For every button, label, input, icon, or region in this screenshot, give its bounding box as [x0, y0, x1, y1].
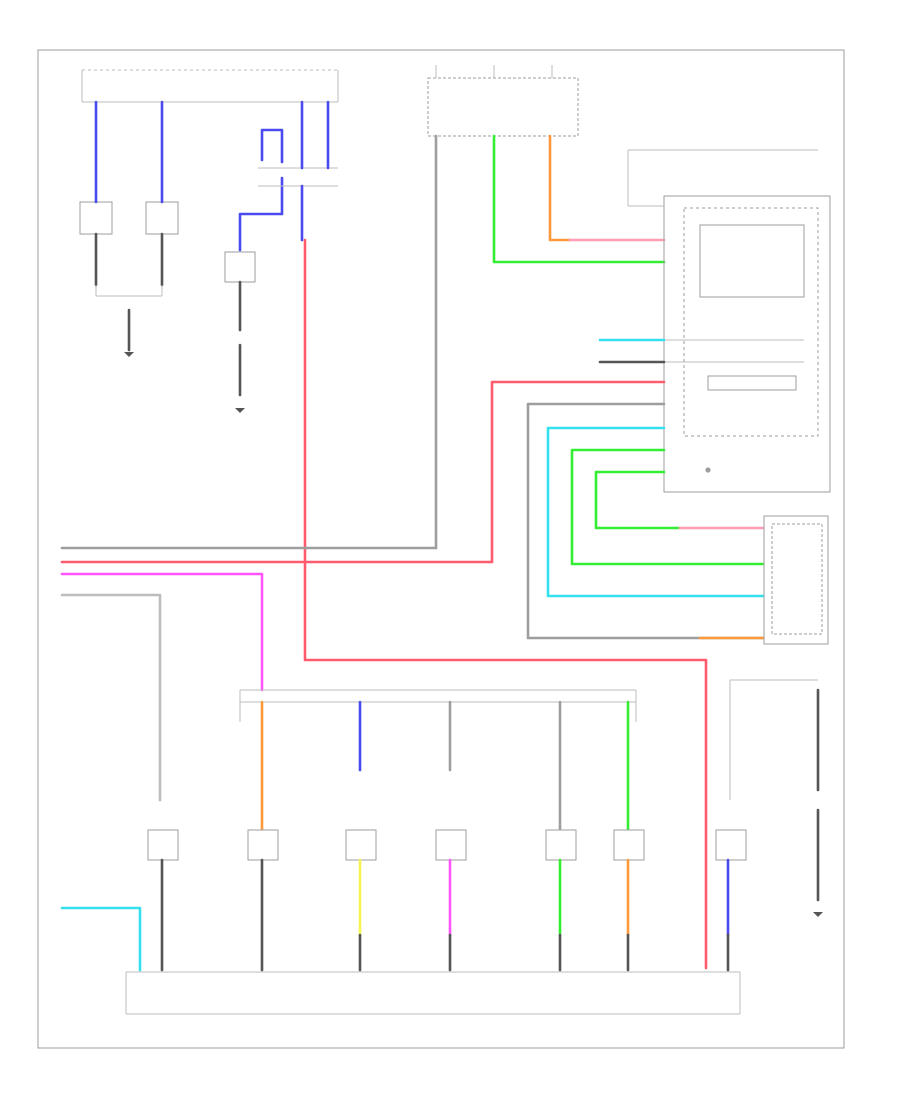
wire-green-fuse-to-meter	[492, 134, 666, 264]
ground-symbol-seat	[235, 408, 245, 413]
wire-cyan-loop	[546, 426, 766, 598]
ground-symbol-heater	[124, 352, 134, 357]
switch-magenta	[435, 829, 467, 861]
wire-red-main	[60, 380, 666, 564]
combination-meter	[663, 195, 831, 493]
seat-position-switch	[224, 251, 256, 283]
switch-orange	[247, 829, 279, 861]
wire-red-vertical	[303, 238, 708, 970]
light-control-switch-top	[627, 149, 818, 207]
wire-cyan-bottom-left	[60, 906, 142, 972]
switch-right-end	[715, 829, 747, 861]
wire-magenta	[60, 572, 264, 692]
light-control-switch	[763, 515, 829, 645]
wire-orange-fuse	[548, 134, 572, 242]
junction-block-lower	[239, 689, 637, 722]
seat-heater-switch-right	[145, 201, 179, 235]
seat-heater-switch-left	[79, 201, 113, 235]
ground-symbol-right	[813, 912, 823, 917]
junction-block-top-left	[81, 69, 339, 103]
switch-orange-2	[613, 829, 645, 861]
wire-blue-loop	[238, 128, 284, 252]
switch-green	[545, 829, 577, 861]
fuse-block-top	[427, 65, 579, 137]
junction-block-bottom	[125, 971, 741, 1015]
wire-green-loop-1	[570, 448, 766, 566]
switch-front-seat	[147, 829, 179, 861]
wire-green-loop-2	[594, 470, 682, 530]
switch-blue	[345, 829, 377, 861]
diagram-border	[37, 49, 845, 1049]
